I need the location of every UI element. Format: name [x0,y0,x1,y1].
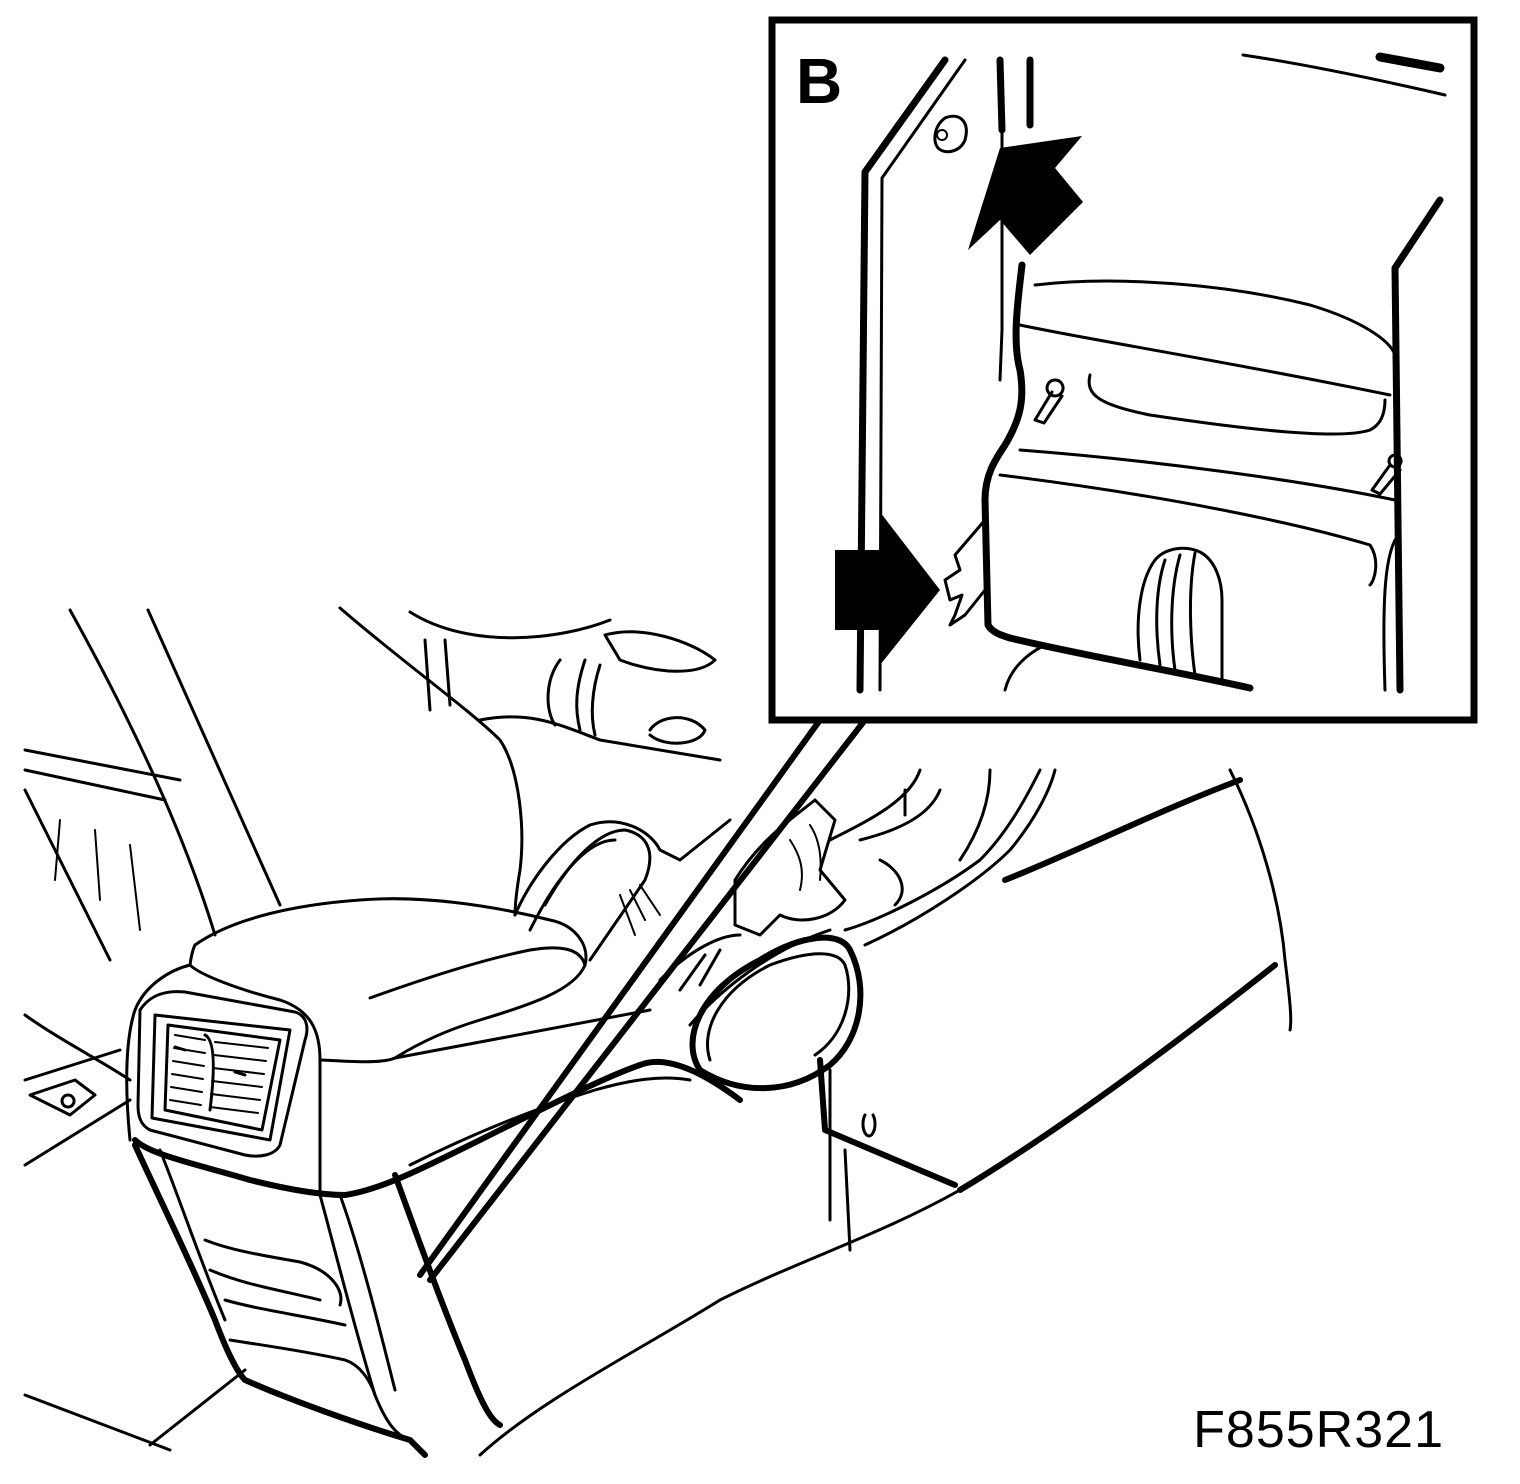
inset-cover-edge [1018,448,1397,502]
inset-cushion [1136,546,1224,682]
callout-lines [417,717,868,1283]
tunnel-rod [543,828,652,962]
inset-label: B [796,45,842,117]
rear-cushion-stitch [478,1188,962,1457]
inset-cushion-ridge-2 [1170,553,1182,672]
seat-belt-buckle [546,658,602,737]
armrest-bottom-edge [132,1058,743,1198]
inset-pillar-vertical [996,56,1034,134]
inset-pillar-outer [856,56,949,694]
callout-line-right [427,717,868,1283]
console-storage [228,1338,377,1397]
inset-cover-top [1033,279,1397,357]
vent-divider [203,1033,215,1112]
inset-b: B [768,16,1478,724]
tunnel-wires [619,884,661,936]
left-seat-edge [23,748,182,962]
right-seat-rail [843,768,1057,947]
right-seat-arc [828,768,942,842]
inset-panel-top [998,473,1378,587]
inset-right-frame-inner [1382,538,1397,692]
inset-screw-top [933,114,968,154]
console-lower-left [132,1142,428,1458]
left-floor [23,1013,132,1167]
inset-right-frame [1391,196,1444,694]
seat-oval-line [688,928,832,1027]
seat-oval-outer [689,934,864,1092]
inset-harness [981,261,1026,642]
inset-screw-right [1370,453,1403,496]
seat-oval-inner [706,952,851,1062]
rear-cushion-outline [1002,777,1243,883]
figure-id: F855R321 [1193,1401,1444,1459]
inset-top-bar [1375,52,1445,73]
rear-cushion-lower-edge [957,962,1278,1193]
armrest-left [125,963,192,1142]
armrest-top-inner [188,943,587,1000]
inset-cover-slot [1087,373,1387,436]
armrest-front [188,963,322,1192]
vent-inner-frame [163,1023,282,1132]
rear-seat-line [338,1193,397,1392]
vent-louver-left [169,1034,206,1106]
callout-line-left [417,717,823,1278]
tunnel-top [513,818,732,917]
rear-seat-left-edge [392,1172,503,1428]
inset-cushion-ridge-1 [1155,558,1167,667]
inset-harness-curve [1003,643,1047,692]
console-inner-line [158,1148,227,1322]
console-lower-right [318,1193,412,1442]
rear-cushion-right [1228,768,1293,1032]
left-seat-stitch [54,819,141,931]
inset-detail [856,52,1447,694]
console-cupholder [203,1238,347,1327]
seat-control [603,630,717,673]
right-seat-rail-2 [958,768,992,862]
seat-rail [648,716,707,745]
left-pillar-line-2 [146,608,282,907]
armrest-side [318,1008,652,1064]
front-seat-side [478,715,722,762]
right-seat-detail [878,788,907,907]
arrow-right-icon [835,512,940,665]
left-floor-lower [23,1368,247,1452]
console-post-left [817,1057,958,1188]
vent-knob [173,1045,247,1077]
armrest-top [193,897,588,1060]
vent-louver-right [209,1041,269,1114]
inset-screw-mid [1033,378,1065,425]
front-seat-back [338,606,524,917]
inset-clip [943,518,987,627]
inset-cushion-ridge-3 [1189,551,1197,677]
left-pillar-line [68,608,217,937]
gear-boot-fold [789,824,822,891]
vent-frame [150,1013,292,1142]
console-post-lines [828,1068,877,1252]
inset-top-trim [1241,53,1447,97]
arrow-up-left-icon [968,136,1083,255]
left-floor-clip [28,1078,97,1117]
front-seat-top [408,610,612,712]
inset-harness-lower [1006,634,1254,692]
vent-housing [136,990,309,1158]
main-scene [23,606,1293,1458]
inset-screw-top-head [936,129,949,141]
inset-cover-front [1018,323,1392,397]
tunnel-rod-2 [528,838,617,932]
